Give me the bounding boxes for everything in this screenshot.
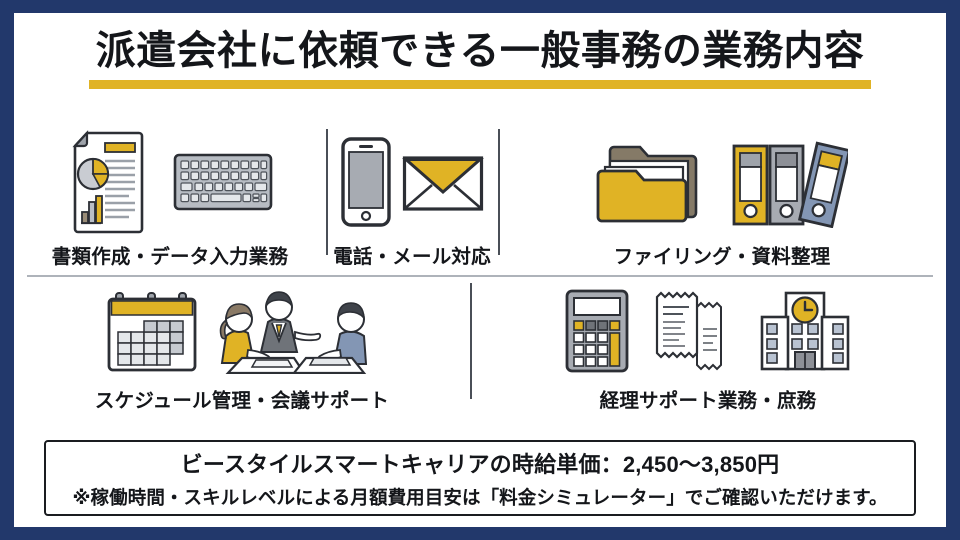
receipt-icon bbox=[655, 290, 722, 370]
calculator-icon bbox=[565, 289, 629, 372]
document-icon bbox=[72, 129, 144, 233]
cell-label: 経理サポート業務・庶務 bbox=[599, 390, 817, 412]
calculator-receipt-building-icon bbox=[470, 277, 946, 384]
cell-label: ファイリング・資料整理 bbox=[613, 246, 831, 268]
title-underline bbox=[89, 80, 871, 89]
column-divider-1 bbox=[326, 129, 328, 255]
envelope-icon bbox=[402, 155, 484, 211]
row-divider bbox=[27, 275, 933, 277]
price-note-sub: ※稼働時間・スキルレベルによる月額費用目安は「料金シミュレーター」でご確認いただ… bbox=[72, 486, 888, 508]
folder-binder-icon bbox=[498, 123, 946, 240]
service-cell-phone-mail[interactable]: 電話・メール対応 bbox=[326, 123, 498, 275]
document-keyboard-icon bbox=[14, 123, 326, 240]
meeting-people-icon bbox=[219, 290, 368, 374]
keyboard-icon bbox=[173, 153, 273, 210]
service-cell-schedule-meeting[interactable]: スケジュール管理・会議サポート bbox=[14, 277, 470, 419]
page-title: 派遣会社に依頼できる一般事務の業務内容 bbox=[95, 29, 865, 73]
binders-icon bbox=[732, 140, 848, 228]
building-clock-icon bbox=[760, 291, 850, 370]
price-note-main: ビースタイルスマートキャリアの時給単価：2,450〜3,850円 bbox=[180, 451, 780, 477]
cell-label: 書類作成・データ入力業務 bbox=[51, 246, 289, 268]
slide-content: 派遣会社に依頼できる一般事務の業務内容 bbox=[14, 13, 946, 527]
smartphone-icon bbox=[341, 136, 391, 227]
service-grid: 書類作成・データ入力業務 bbox=[14, 123, 946, 419]
column-divider-2 bbox=[498, 129, 500, 255]
service-row-2: スケジュール管理・会議サポート bbox=[14, 277, 946, 419]
service-cell-filing[interactable]: ファイリング・資料整理 bbox=[498, 123, 946, 275]
column-divider-3 bbox=[470, 283, 472, 399]
price-note-box: ビースタイルスマートキャリアの時給単価：2,450〜3,850円 ※稼働時間・ス… bbox=[44, 440, 916, 516]
calendar-icon bbox=[107, 291, 197, 371]
title-block: 派遣会社に依頼できる一般事務の業務内容 bbox=[14, 29, 946, 89]
service-cell-document-data-entry[interactable]: 書類作成・データ入力業務 bbox=[14, 123, 326, 275]
calendar-meeting-icon bbox=[14, 277, 470, 384]
cell-label: 電話・メール対応 bbox=[333, 246, 491, 268]
service-row-1: 書類作成・データ入力業務 bbox=[14, 123, 946, 275]
folder-stack-icon bbox=[596, 145, 698, 222]
phone-envelope-icon bbox=[326, 123, 498, 240]
service-cell-accounting[interactable]: 経理サポート業務・庶務 bbox=[470, 277, 946, 419]
cell-label: スケジュール管理・会議サポート bbox=[94, 390, 390, 412]
